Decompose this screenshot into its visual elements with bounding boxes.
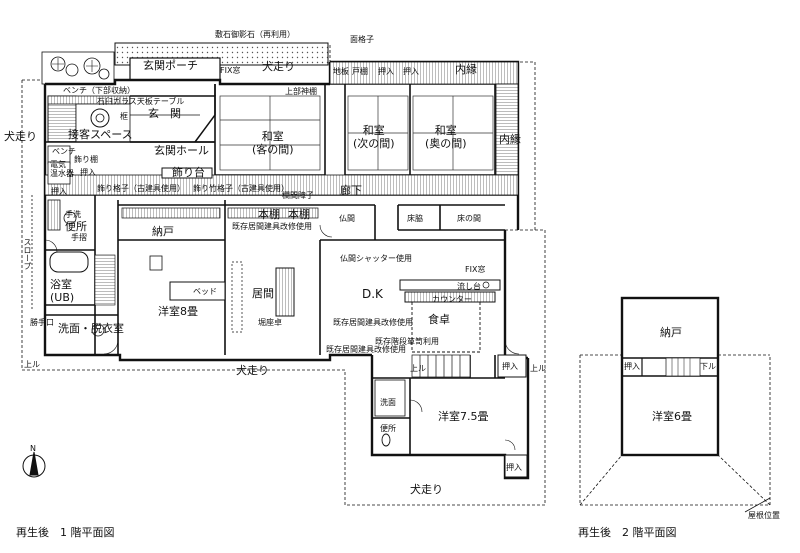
label-kazari-take: 飾り竹格子（古建具使用）: [193, 184, 289, 193]
label-nagashi: 流し台: [457, 282, 481, 291]
label-oshiire-2: 押入: [403, 67, 419, 76]
door-swings: [44, 224, 520, 451]
label-jiita: 地板: [333, 67, 349, 76]
label-stepping-stone: 敷石御影石（再利用）: [215, 30, 295, 39]
north-label: N: [30, 444, 36, 453]
label-oshiire-5: 押入: [502, 362, 518, 371]
label-inu-bottom: 犬走り: [236, 364, 269, 377]
label-f2-oshiire: 押入: [624, 362, 640, 371]
label-horigotatsu: 堀座卓: [258, 318, 282, 327]
label-hondana-1: 本棚: [258, 208, 280, 221]
label-counter: カウンター: [432, 295, 472, 304]
label-datsui: 洗面・脱衣室: [58, 322, 124, 335]
label-tearai: 手洗: [65, 210, 81, 219]
label-kazaridai: 飾り台: [172, 166, 205, 179]
label-todana: 戸棚: [352, 67, 368, 76]
label-tesuri: 手摺: [71, 233, 87, 242]
label-oshiire-4: 押入: [51, 187, 67, 196]
caption-floor1: 再生後 1 階平面図: [16, 526, 115, 539]
caption-ridge: 屋根位置: [748, 511, 780, 520]
label-nando: 納戸: [152, 225, 174, 238]
label-shokutaku: 食卓: [428, 313, 450, 326]
label-up-2: 上ル: [410, 364, 426, 373]
label-menkoushi: 面格子: [350, 35, 374, 44]
label-washitsu-next: 和室 (次の間): [353, 124, 395, 150]
label-kamiza: 框: [120, 112, 128, 121]
label-kazari-koushi: 飾り格子（古建具使用）: [97, 184, 185, 193]
label-butsuma: 仏間: [339, 214, 355, 223]
label-tokowaki: 床脇: [407, 214, 423, 223]
caption-floor2: 再生後 2 階平面図: [578, 526, 677, 539]
label-tokonoma: 床の間: [457, 214, 481, 223]
label-uchien-right: 内縁: [499, 133, 521, 146]
label-uchien-top: 内縁: [455, 63, 477, 76]
label-yoshitsu-8: 洋室8畳: [158, 305, 198, 318]
label-f2-yoshitsu-6: 洋室6畳: [652, 410, 692, 423]
label-entrance-hall: 玄関ホール: [154, 144, 209, 157]
label-entrance: 玄 関: [148, 107, 181, 120]
label-fix-window: FIX窓: [220, 66, 241, 75]
label-washitsu-back: 和室 (奥の間): [425, 124, 467, 150]
label-oshiire-3: 押入: [80, 168, 96, 177]
label-bed: ベッド: [193, 287, 217, 296]
label-kison-4: 既存居間建具改修使用: [326, 345, 406, 354]
label-dk: D.K: [362, 287, 383, 301]
label-entrance-porch: 玄関ポーチ: [143, 59, 198, 72]
label-rouka: 廊下: [340, 184, 362, 197]
label-kison-1: 既存居間建具改修使用: [232, 222, 312, 231]
label-inu-left: 犬走り: [4, 130, 37, 143]
kotatsu-table: [275, 267, 295, 317]
label-oshiire-6: 押入: [506, 463, 522, 472]
label-up-1: 上ル: [24, 360, 40, 369]
label-yokushitsu: 浴室 (UB): [50, 278, 75, 304]
north-arrow: [22, 451, 46, 478]
corridor: [44, 174, 519, 196]
floor2-group: [579, 296, 771, 513]
label-reception: 接客スペース: [68, 128, 133, 141]
label-inu-top: 犬走り: [262, 60, 295, 73]
label-up-3: 上ル: [530, 364, 546, 373]
label-benjo-2: 便所: [380, 424, 396, 433]
label-washitsu-guest: 和室 (客の間): [252, 130, 294, 156]
label-stone-table: 石臼ガラス天板テーブル: [97, 97, 185, 106]
label-fix-window-2: FIX窓: [465, 265, 486, 274]
label-senmen: 洗面: [380, 398, 396, 407]
label-oshiire-1: 押入: [378, 67, 394, 76]
label-kamidana: 上部神棚: [285, 87, 317, 96]
label-inu-bottom-2: 犬走り: [410, 483, 443, 496]
label-katteguchi: 勝手口: [30, 318, 54, 327]
tatami-rooms: [219, 95, 494, 171]
label-denki: 電気 温水器: [50, 160, 74, 178]
label-benjo-1: 便所: [65, 220, 87, 233]
label-f2-nando: 納戸: [660, 326, 682, 339]
bathtub: [49, 251, 89, 273]
label-ima: 居間: [252, 287, 274, 300]
label-yoshitsu-75: 洋室7.5畳: [438, 410, 489, 423]
label-butsuma-shutter: 仏間シャッター使用: [340, 254, 412, 263]
label-slope: スロープ: [23, 238, 32, 270]
label-hondana-2: 本棚: [288, 208, 310, 221]
label-bench: ベンチ: [52, 147, 76, 156]
label-kazaridana: 飾り棚: [74, 155, 98, 164]
label-kison-3: 既存階段箪笥利用: [375, 337, 439, 346]
garden-plants: [41, 51, 115, 85]
stairs: [411, 354, 471, 378]
floor1-group: [21, 42, 546, 506]
label-kison-2: 既存居間建具改修使用: [333, 318, 413, 327]
uchien-top: [329, 61, 519, 85]
bed-shape: [169, 281, 226, 301]
eaves-lines: [21, 45, 546, 506]
label-ranma: 欄間障子: [282, 191, 314, 200]
label-f2-down: 下ル: [700, 362, 716, 371]
label-bench-storage: ベンチ（下部収納）: [63, 86, 135, 95]
